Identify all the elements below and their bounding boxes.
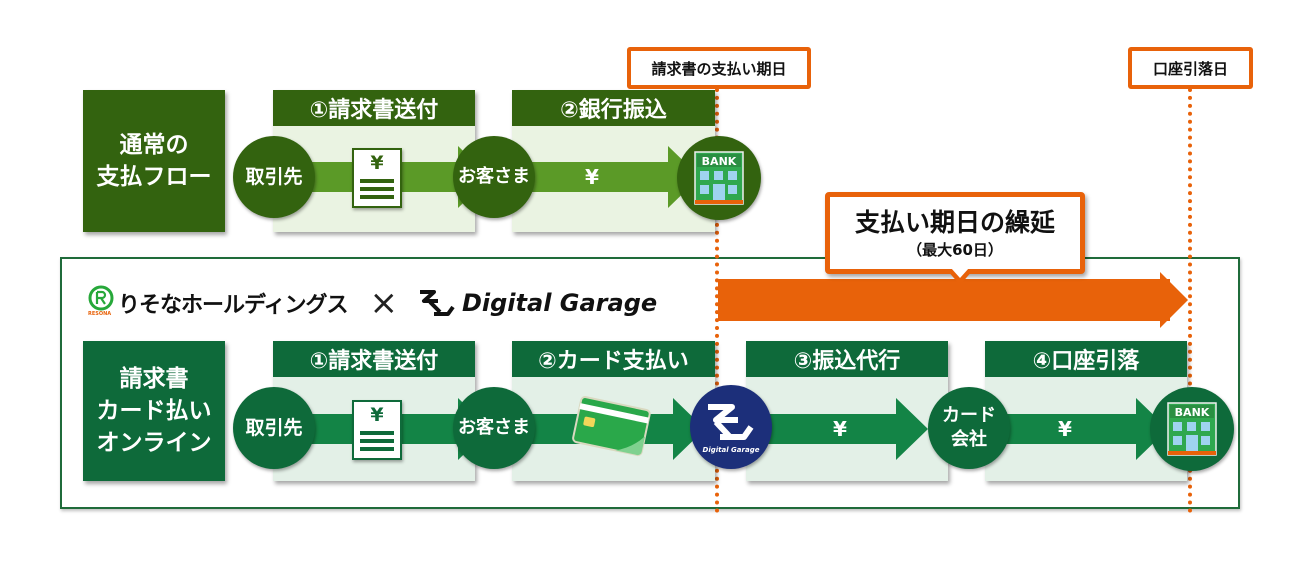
resona-name: りそなホールディングス bbox=[118, 293, 348, 318]
account-debit-arrow bbox=[990, 398, 1170, 460]
normal-step-2-title: ②銀行振込 bbox=[512, 90, 715, 126]
card-step-3: ③振込代行 bbox=[746, 341, 948, 481]
bank-icon: BANK bbox=[694, 151, 744, 205]
normal-supplier-node: 取引先 bbox=[233, 136, 315, 218]
credit-card-icon bbox=[572, 396, 651, 457]
invoice-yen: ¥ bbox=[370, 152, 384, 174]
resona-mark-icon bbox=[88, 285, 114, 311]
card-step-2-title: ②カード支払い bbox=[512, 341, 715, 377]
card-step-1-title: ①請求書送付 bbox=[273, 341, 475, 377]
card-supplier-label: 取引先 bbox=[245, 417, 303, 439]
deferral-bar bbox=[718, 279, 1170, 321]
normal-flow-label: 通常の支払フロー bbox=[83, 90, 225, 232]
card-flow-label: 請求書カード払いオンライン bbox=[83, 341, 225, 481]
invoice-due-date-line bbox=[715, 88, 719, 513]
normal-step-1-title: ①請求書送付 bbox=[273, 90, 475, 126]
partnership-logos: RESONA りそなホールディングス × Digital Garage bbox=[88, 283, 657, 323]
card-company-label-line2: 会社 bbox=[951, 429, 987, 450]
normal-customer-label: お客さま bbox=[458, 166, 530, 187]
svg-text:Digital Garage: Digital Garage bbox=[703, 446, 760, 454]
normal-customer-node: お客さま bbox=[453, 136, 535, 218]
svg-text:BANK: BANK bbox=[1175, 406, 1210, 419]
account-debit-yen: ¥ bbox=[1058, 417, 1072, 441]
card-bank-node: BANK bbox=[1150, 387, 1234, 471]
digital-garage-node: Digital Garage bbox=[690, 385, 772, 469]
digital-garage-mark-icon bbox=[419, 290, 455, 316]
callout-pointer-inner bbox=[951, 268, 969, 278]
card-company-node: カード会社 bbox=[928, 387, 1010, 469]
card-supplier-node: 取引先 bbox=[233, 387, 315, 469]
card-step-4: ④口座引落 bbox=[985, 341, 1187, 481]
card-flow-label-line1: 請求書 bbox=[119, 366, 189, 392]
account-debit-date-label: 口座引落日 bbox=[1152, 59, 1228, 78]
deferral-callout: 支払い期日の繰延 （最大60日） bbox=[825, 192, 1085, 274]
resona-logo: RESONA bbox=[88, 285, 116, 321]
transfer-agency-yen: ¥ bbox=[833, 417, 847, 441]
transfer-agency-arrow bbox=[750, 398, 930, 460]
card-step-3-title: ③振込代行 bbox=[746, 341, 948, 377]
card-flow-label-line2: カード払い bbox=[96, 398, 212, 424]
normal-transfer-yen: ¥ bbox=[585, 165, 599, 189]
normal-flow-label-line1: 通常の bbox=[119, 132, 189, 158]
digital-garage-name: Digital Garage bbox=[461, 289, 658, 317]
invoice-icon: ¥ bbox=[352, 400, 402, 460]
normal-flow-label-line2: 支払フロー bbox=[96, 164, 212, 190]
bank-icon: BANK bbox=[1167, 402, 1217, 456]
digital-garage-logo-icon: Digital Garage bbox=[703, 404, 760, 454]
resona-sub-label: RESONA bbox=[88, 311, 112, 317]
card-step-4-title: ④口座引落 bbox=[985, 341, 1187, 377]
deferral-callout-title: 支払い期日の繰延 bbox=[854, 208, 1055, 237]
normal-transfer-arrow bbox=[520, 146, 700, 208]
card-customer-node: お客さま bbox=[453, 387, 535, 469]
invoice-due-date-marker: 請求書の支払い期日 bbox=[627, 47, 811, 89]
card-customer-label: お客さま bbox=[458, 417, 530, 438]
invoice-due-date-label: 請求書の支払い期日 bbox=[651, 59, 787, 78]
account-debit-date-line bbox=[1188, 88, 1192, 513]
account-debit-date-marker: 口座引落日 bbox=[1128, 47, 1253, 89]
deferral-arrowhead bbox=[1160, 272, 1188, 328]
card-flow-label-line3: オンライン bbox=[96, 430, 212, 456]
invoice-yen: ¥ bbox=[370, 404, 384, 426]
times-symbol: × bbox=[369, 283, 398, 323]
invoice-icon: ¥ bbox=[352, 148, 402, 208]
deferral-callout-subtitle: （最大60日） bbox=[907, 241, 1003, 259]
normal-bank-node: BANK bbox=[677, 136, 761, 220]
svg-text:BANK: BANK bbox=[702, 155, 737, 168]
normal-supplier-label: 取引先 bbox=[245, 166, 303, 188]
card-company-label-line1: カード bbox=[942, 405, 996, 426]
